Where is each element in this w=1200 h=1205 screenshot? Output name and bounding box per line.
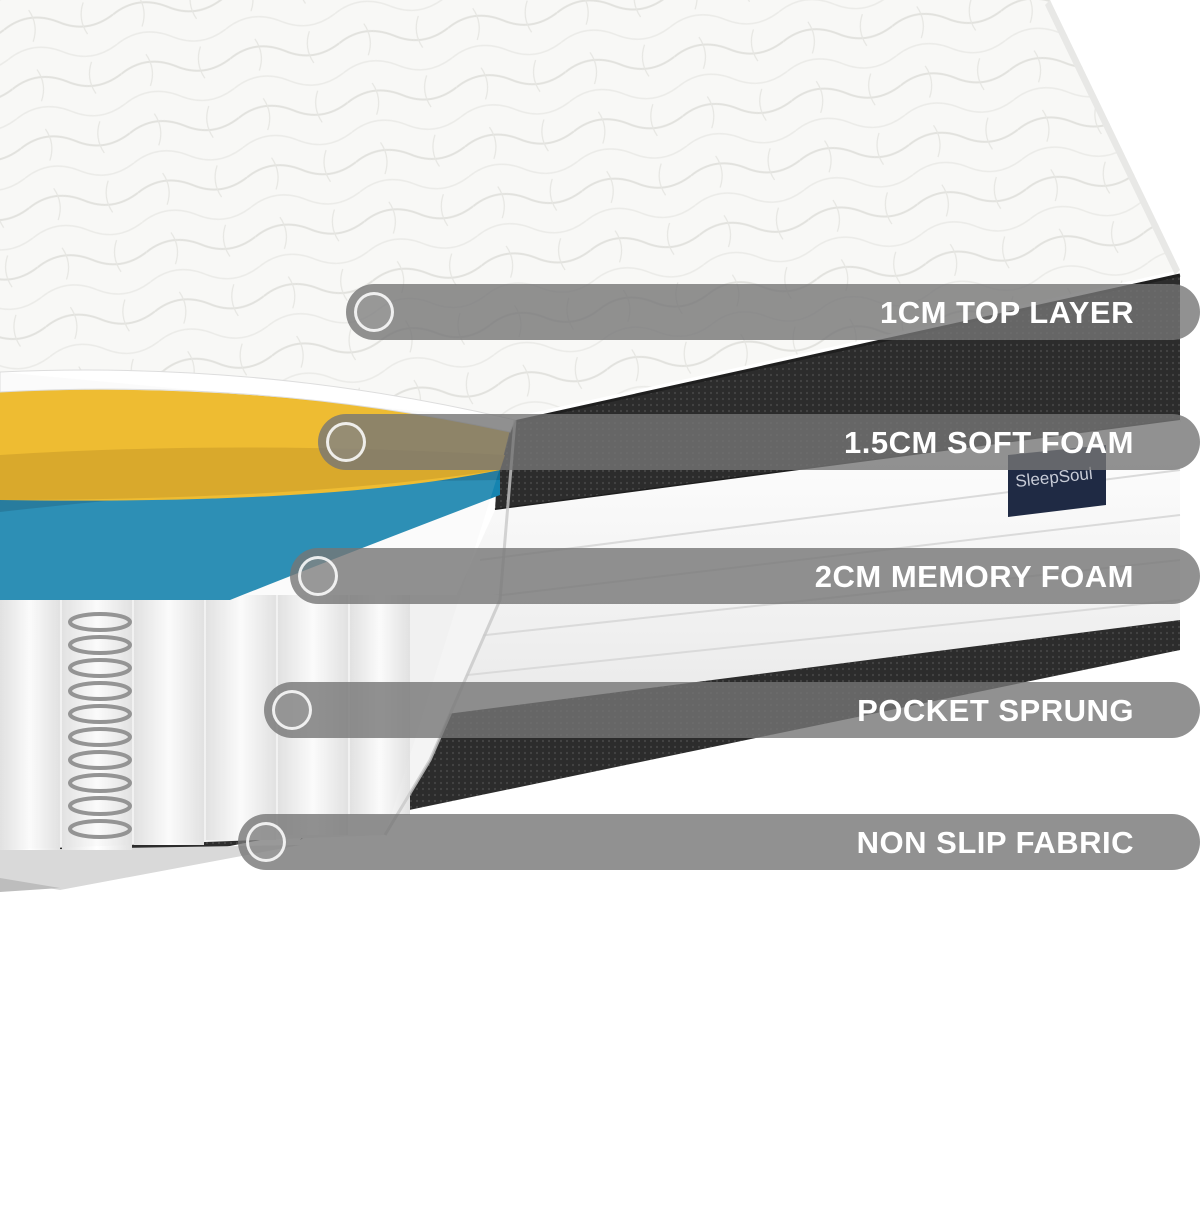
layer-label: NON SLIP FABRIC (856, 825, 1134, 860)
layer-label: 1.5CM SOFT FOAM (844, 425, 1134, 460)
bullet-circle-icon (272, 690, 312, 730)
spring-coil (68, 612, 132, 839)
layer-label: 1CM TOP LAYER (879, 295, 1134, 330)
bullet-circle-icon (354, 292, 394, 332)
label-non-slip-fabric: NON SLIP FABRIC (238, 814, 1200, 870)
label-soft-foam: 1.5CM SOFT FOAM (318, 414, 1200, 470)
label-pocket-sprung: POCKET SPRUNG (264, 682, 1200, 738)
bullet-circle-icon (326, 422, 366, 462)
layer-label: 2CM MEMORY FOAM (814, 559, 1134, 594)
label-memory-foam: 2CM MEMORY FOAM (290, 548, 1200, 604)
layer-label: POCKET SPRUNG (857, 693, 1134, 728)
non-slip-base (0, 845, 300, 892)
bullet-circle-icon (298, 556, 338, 596)
bullet-circle-icon (246, 822, 286, 862)
label-top-layer: 1CM TOP LAYER (346, 284, 1200, 340)
